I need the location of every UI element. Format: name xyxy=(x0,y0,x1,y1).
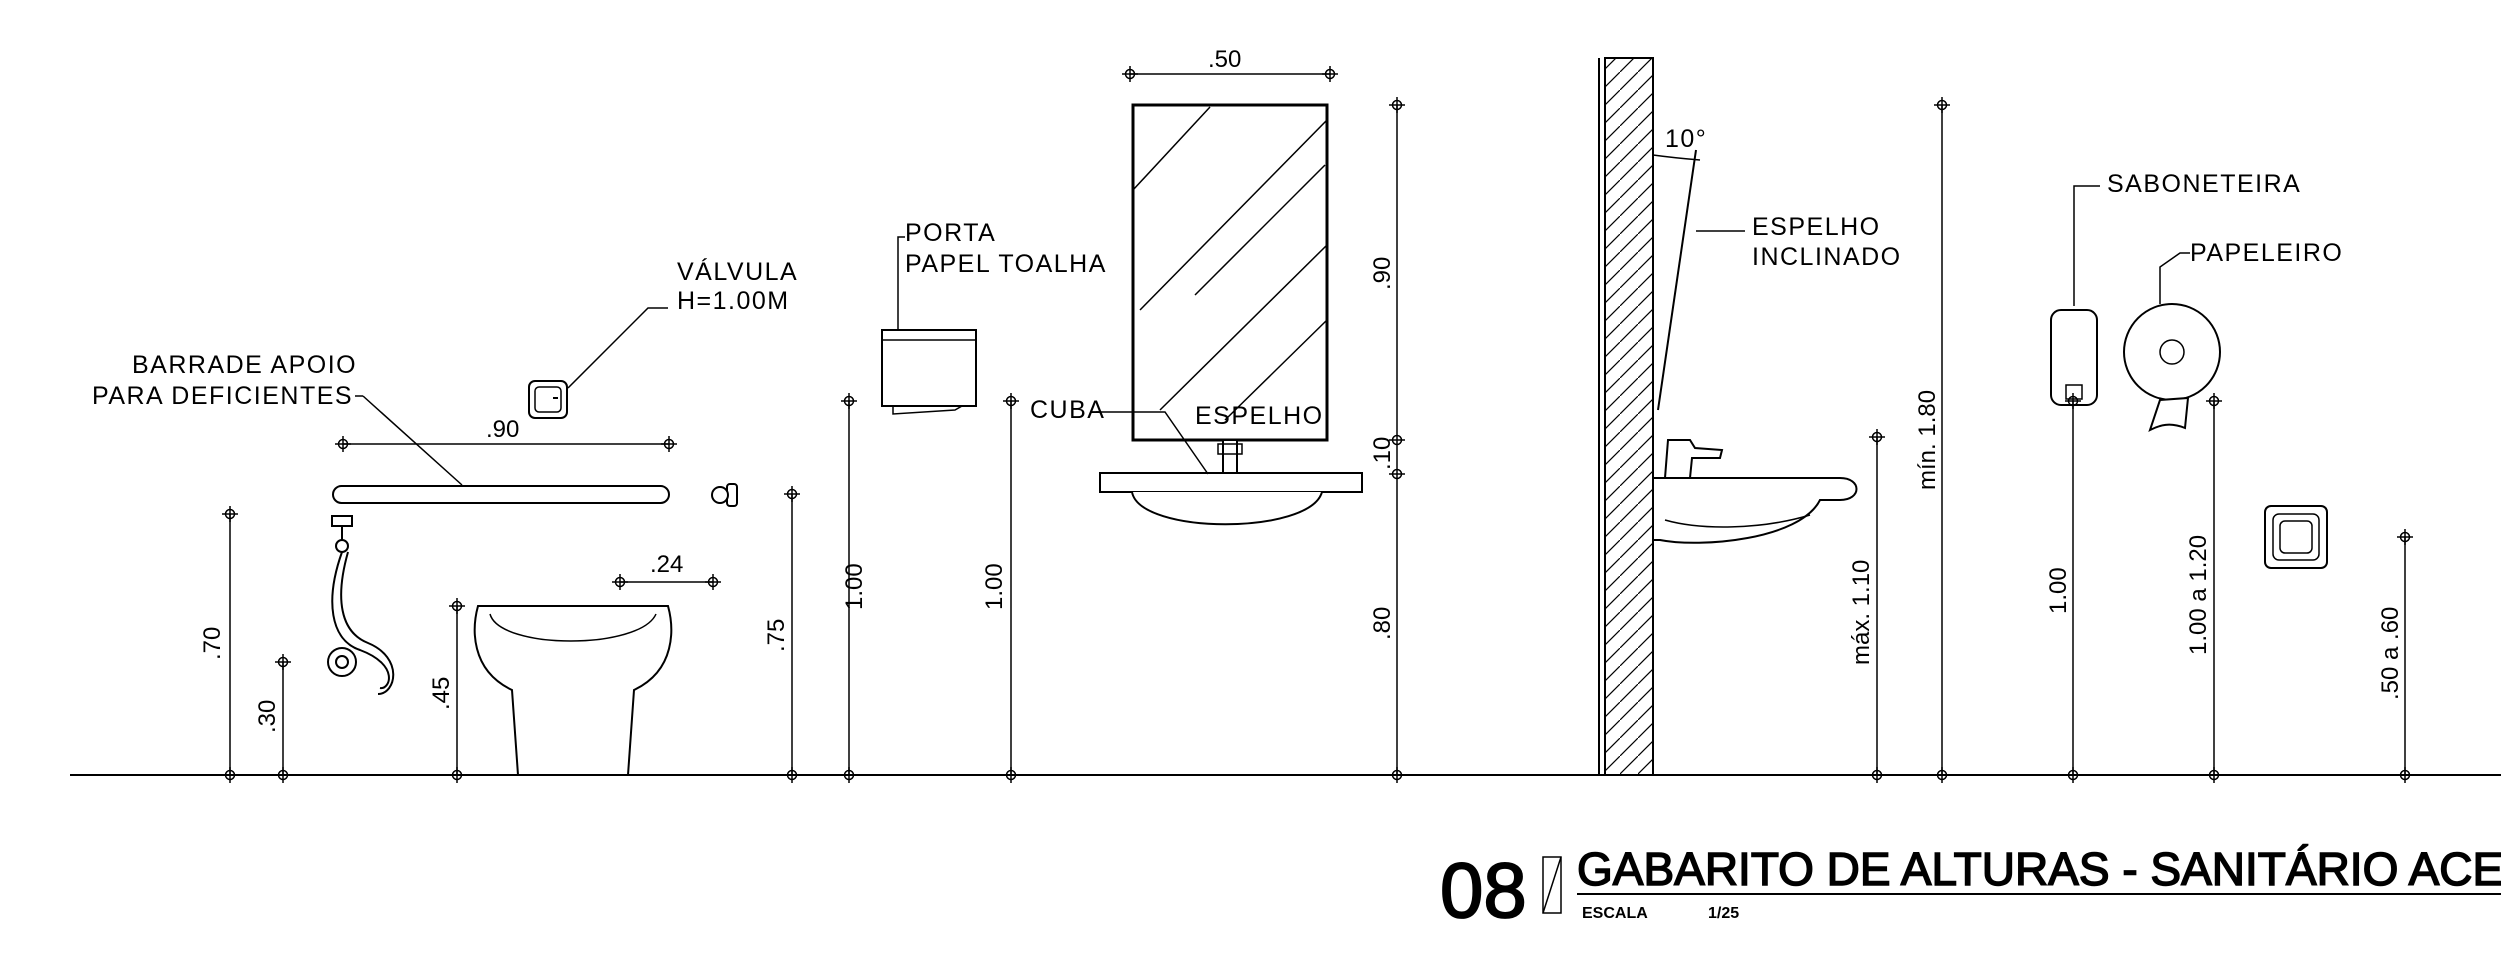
grab-bar xyxy=(332,485,670,504)
toilet-paper-dispenser xyxy=(2123,303,2221,432)
escala-label: ESCALA xyxy=(1582,905,1648,922)
dim-75: .75 xyxy=(763,619,790,652)
angle-arc xyxy=(1652,154,1701,161)
dim-90-v: .90 xyxy=(1369,257,1396,290)
escala-value: 1/25 xyxy=(1708,905,1739,922)
espelho-incl-label-2: INCLINADO xyxy=(1752,243,1902,271)
wall-section xyxy=(1598,57,1654,776)
dim-100-a-120: 1.00 a 1.20 xyxy=(2185,535,2212,655)
cuba-leader xyxy=(1096,411,1209,475)
angle-label: 10° xyxy=(1665,125,1707,153)
saboneteira-label: SABONETEIRA xyxy=(2107,170,2301,198)
dim-70: .70 xyxy=(199,627,226,660)
dim-90-h: .90 xyxy=(486,416,519,443)
valvula-label-2: H=1.00M xyxy=(677,287,790,315)
drawing-title: GABARITO DE ALTURAS - SANITÁRIO ACESSÍVE… xyxy=(1577,843,2501,895)
barra-label-2: PARA DEFICIENTES xyxy=(92,382,353,410)
dim-80: .80 xyxy=(1369,607,1396,640)
drawing-number: 08 xyxy=(1440,846,1527,934)
dim-45: .45 xyxy=(428,677,455,710)
wall-accessory xyxy=(2264,505,2328,569)
dim-50-a-60: .50 a .60 xyxy=(2377,607,2404,700)
dim-10: .10 xyxy=(1369,437,1396,470)
dim-24: .24 xyxy=(650,551,683,578)
flush-valve xyxy=(528,380,568,419)
dim-50: .50 xyxy=(1208,46,1241,73)
dim-min-180: mín. 1.80 xyxy=(1914,390,1941,490)
toilet xyxy=(473,605,673,776)
sink xyxy=(1099,439,1363,526)
papeleiro-label: PAPELEIRO xyxy=(2190,239,2343,267)
inclined-mirror xyxy=(1657,149,1697,411)
cuba-label: CUBA xyxy=(1030,396,1105,424)
porta-label-1: PORTA xyxy=(905,219,996,247)
dim-100a: 1.00 xyxy=(841,563,868,610)
dim-100c: 1.00 xyxy=(2045,567,2072,614)
barra-label-1: BARRADE APOIO xyxy=(132,351,357,379)
side-sink xyxy=(1652,439,1858,544)
espelho-label: ESPELHO xyxy=(1195,402,1324,430)
espelho-incl-label-1: ESPELHO xyxy=(1752,213,1881,241)
valvula-label-1: VÁLVULA xyxy=(677,257,798,286)
dim-100b: 1.00 xyxy=(981,563,1008,610)
grab-bar-support xyxy=(711,483,738,507)
dim-30: .30 xyxy=(254,700,281,733)
paper-towel-holder xyxy=(881,329,977,415)
porta-label-2: PAPEL TOALHA xyxy=(905,250,1107,278)
papeleiro-leader xyxy=(2159,252,2190,304)
saboneteira-leader xyxy=(2073,185,2100,306)
mirror xyxy=(1131,103,1329,442)
valvula-leader xyxy=(567,307,668,389)
title-marker xyxy=(1542,856,1562,914)
soap-dispenser xyxy=(2050,309,2098,406)
porta-leader xyxy=(897,236,905,330)
barra-leader xyxy=(362,395,463,486)
dim-max-110: máx. 1.10 xyxy=(1848,560,1875,665)
hygienic-shower xyxy=(327,515,395,695)
